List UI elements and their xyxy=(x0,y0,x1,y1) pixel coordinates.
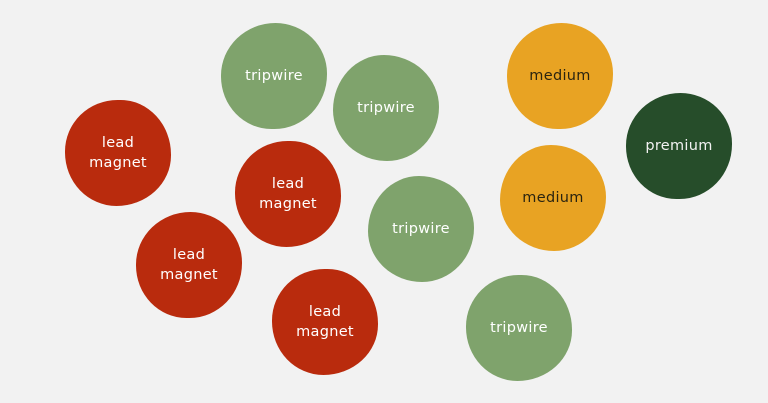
bubble-tripwire-4: tripwire xyxy=(466,275,572,381)
bubble-lead-magnet-4: lead magnet xyxy=(272,269,378,375)
bubble-label: medium xyxy=(522,190,584,206)
bubble-label: lead magnet xyxy=(259,176,317,212)
bubble-label: lead magnet xyxy=(296,304,354,340)
bubble-premium-1: premium xyxy=(626,93,732,199)
bubble-label: lead magnet xyxy=(160,247,218,283)
bubble-lead-magnet-2: lead magnet xyxy=(235,141,341,247)
bubble-tripwire-2: tripwire xyxy=(333,55,439,161)
bubble-label: tripwire xyxy=(357,100,415,116)
bubble-label: tripwire xyxy=(392,221,450,237)
bubble-tripwire-3: tripwire xyxy=(368,176,474,282)
bubble-label: premium xyxy=(645,138,713,154)
bubble-tripwire-1: tripwire xyxy=(221,23,327,129)
bubble-label: lead magnet xyxy=(89,135,147,171)
bubble-medium-1: medium xyxy=(507,23,613,129)
bubble-label: medium xyxy=(529,68,591,84)
bubble-lead-magnet-1: lead magnet xyxy=(65,100,171,206)
bubble-label: tripwire xyxy=(490,320,548,336)
bubble-lead-magnet-3: lead magnet xyxy=(136,212,242,318)
bubble-label: tripwire xyxy=(245,68,303,84)
bubble-medium-2: medium xyxy=(500,145,606,251)
